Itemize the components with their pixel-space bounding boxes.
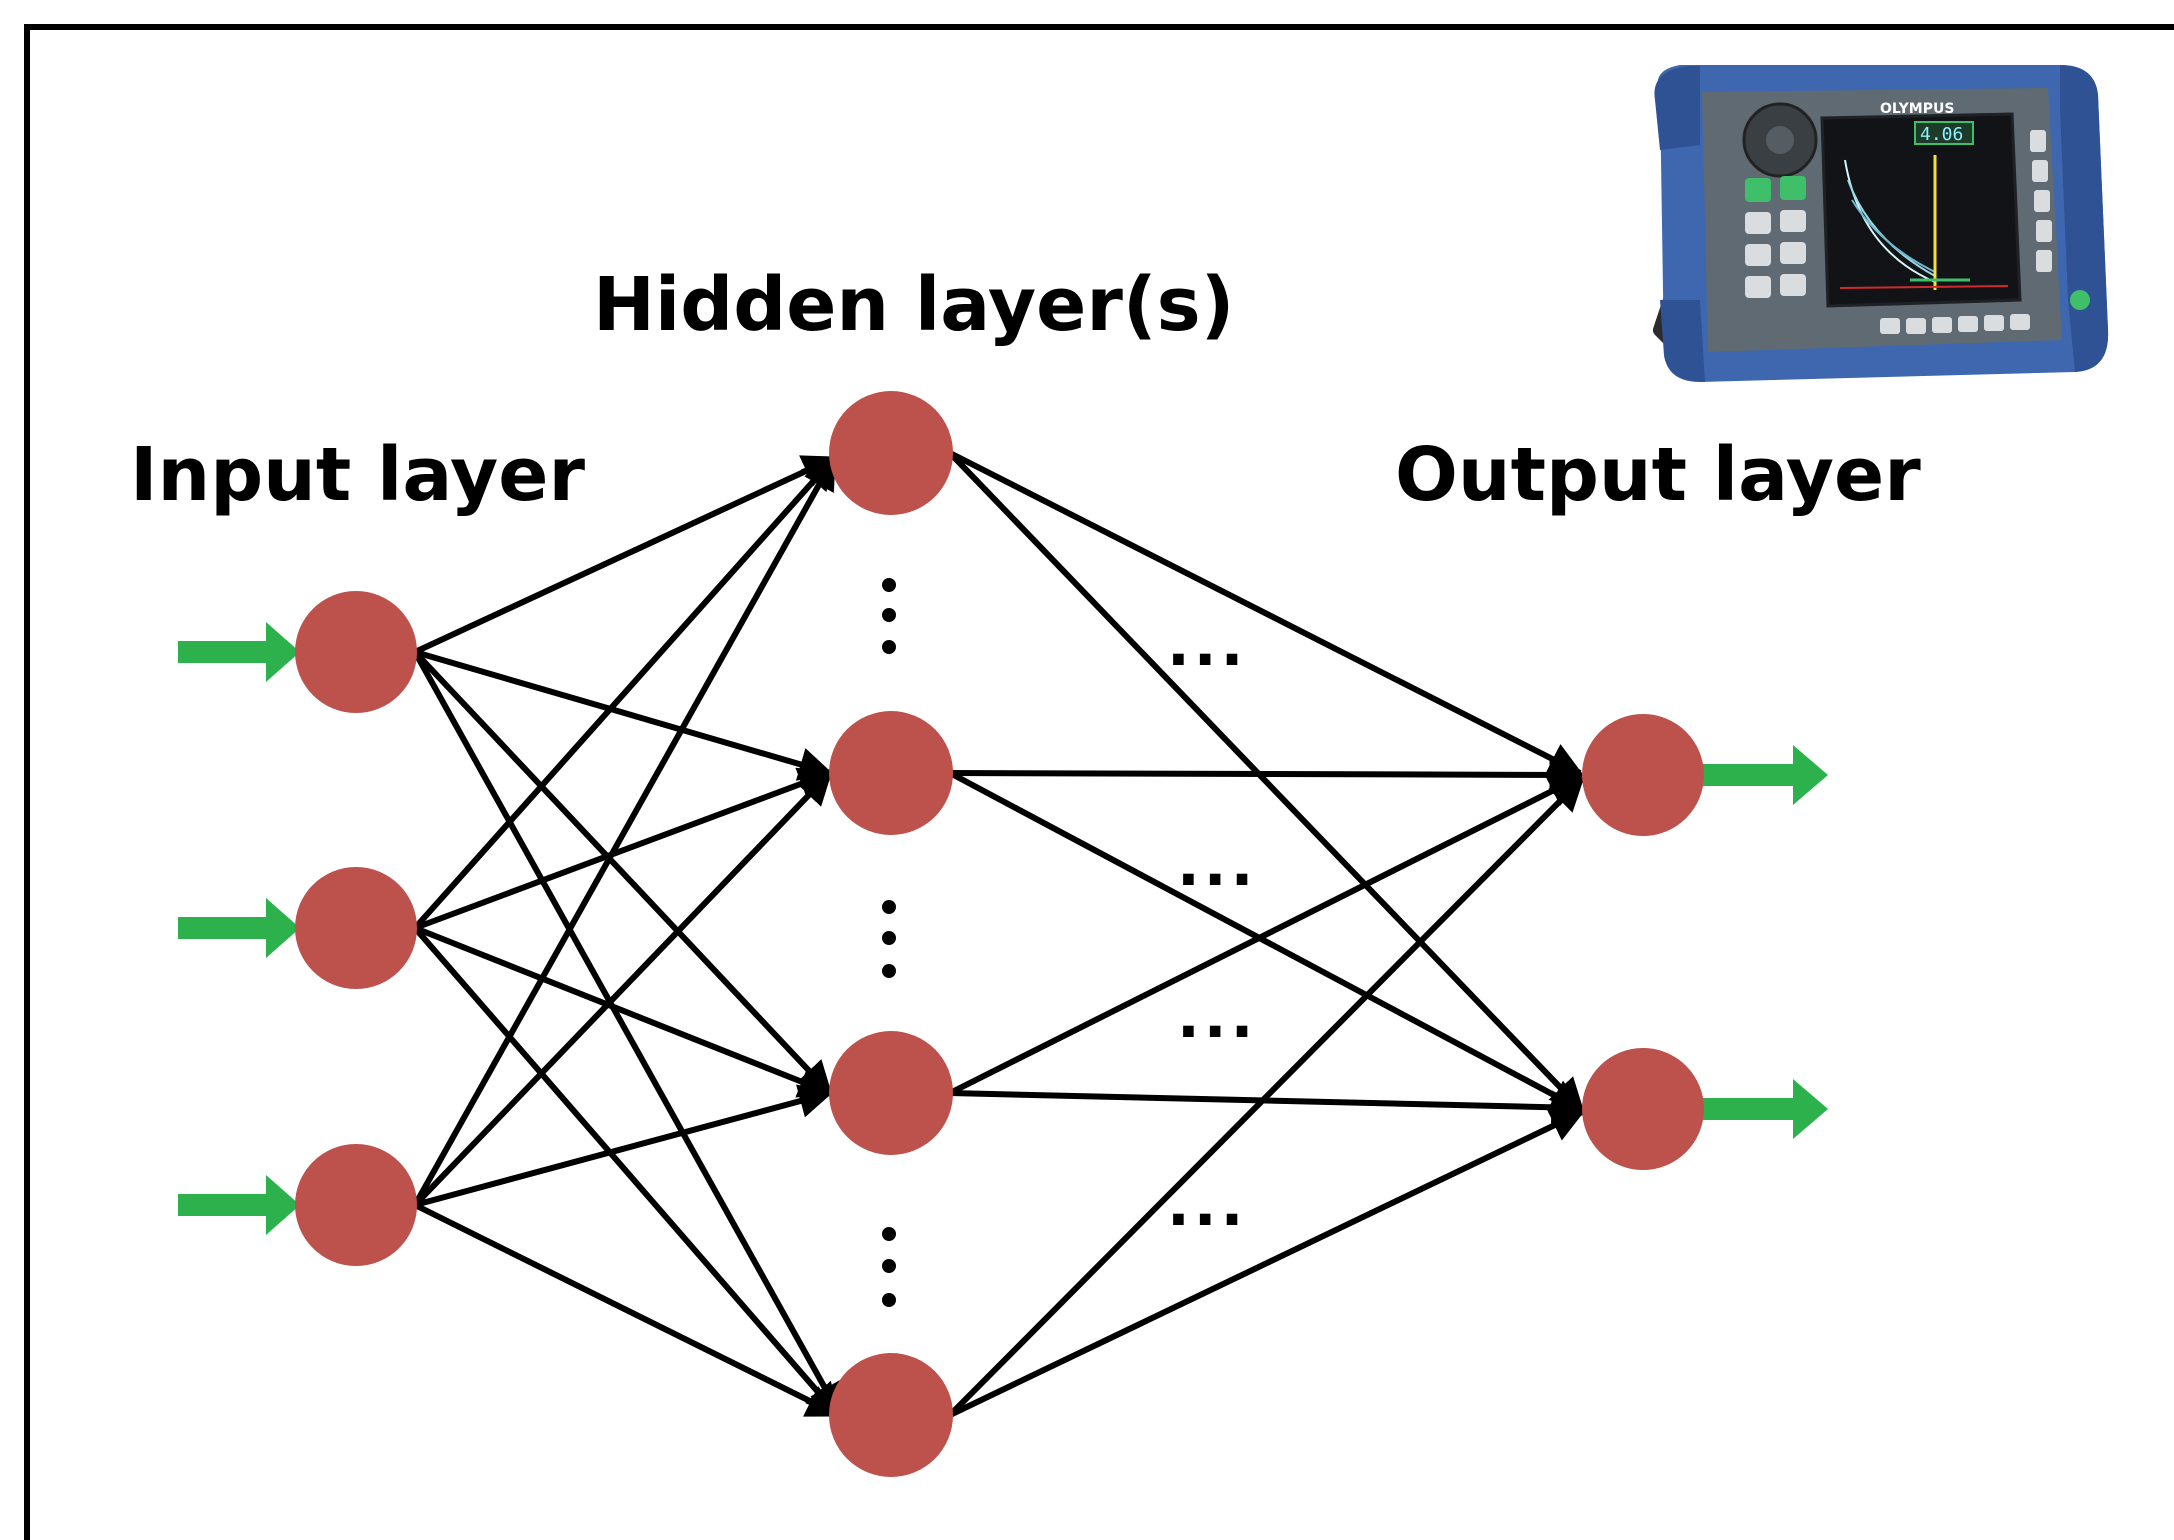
device-knob-center [1766,126,1794,154]
device-bottom-key [1906,318,1926,334]
hidden-node [829,1353,953,1477]
device-key [1745,244,1771,266]
input-arrow-2 [178,898,300,958]
horizontal-ellipsis: ... [1177,982,1257,1052]
device-waveform [1851,199,1936,273]
output-node [1582,714,1704,836]
edge-i3-h2 [412,770,833,1208]
vertical-ellipsis [882,1227,896,1307]
device-screen-reading: 4.06 [1920,124,1963,145]
edge-h3-o1 [948,774,1584,1096]
input-nodes [295,591,417,1266]
device-side-key [2036,250,2052,272]
vertical-ellipsis-group [882,578,896,1307]
edge-i1-h4 [412,650,843,1418]
device-bumper-top-left [1654,66,1700,150]
edge-i2-h4 [412,926,841,1418]
edge-i3-h4 [413,1202,842,1418]
device-baseline [1839,285,2009,289]
edge-h2-o1 [949,757,1584,792]
input-arrows [178,622,300,1235]
device-bottom-key [1880,318,1900,334]
edge-i2-h2 [413,767,834,931]
vertical-ellipsis [882,900,896,978]
device-key [1745,276,1771,298]
output-arrows [1700,745,1828,1139]
edge-h1-o2 [947,450,1585,1113]
device-key [1780,210,1806,232]
hidden-node [829,1031,953,1155]
device-key [1780,242,1806,264]
hidden-layer-label: Hidden layer(s) [593,262,1235,348]
edge-i2-h3 [413,925,834,1098]
device-brand: OLYMPUS [1880,101,1954,117]
input-node [295,591,417,713]
device-side-key [2030,130,2046,152]
device-side-key [2032,160,2048,182]
flaw-detector-device: 4.06 OLYMPUS [1653,65,2109,382]
edge-i1-h3 [412,649,833,1096]
output-layer-label: Output layer [1395,432,1921,518]
edge-h2-o2 [948,770,1586,1113]
horizontal-ellipsis: ... [1167,1170,1247,1240]
horizontal-ellipsis: ... [1167,610,1247,680]
edge-h4-o2 [948,1109,1586,1418]
edge-i1-h1 [413,455,838,655]
device-bottom-key [1984,315,2004,331]
device-screen-reading-box [1914,121,1974,145]
input-arrow-1 [178,622,300,682]
edge-i1-h2 [414,649,834,781]
edge-h1-o1 [948,450,1584,776]
device-key [1745,212,1771,234]
input-arrow-3 [178,1175,300,1235]
hidden-node [829,711,953,835]
edge-h4-o1 [947,776,1585,1418]
device-side-key [2034,190,2050,212]
device-bottom-key [1958,316,1978,332]
output-arrow-1 [1700,745,1828,805]
device-keypad [1745,176,1806,298]
device-key-back [1780,176,1806,200]
device-side-buttons [2030,130,2052,272]
edge-i2-h1 [412,455,837,930]
input-node [295,867,417,989]
input-hidden-connections [412,455,843,1418]
hidden-nodes [829,391,953,1477]
device-screen [1820,112,2022,308]
edge-i3-h3 [414,1084,834,1208]
device-power-button [2070,290,2090,310]
input-node [295,1144,417,1266]
vertical-ellipsis [882,578,896,654]
hidden-node [829,391,953,515]
input-layer-label: Input layer [130,432,585,518]
output-nodes [1582,714,1704,1170]
device-bottom-key [2010,314,2030,330]
device-key [1780,274,1806,296]
device-bottom-key [1932,317,1952,333]
horizontal-ellipsis: ... [1177,830,1257,900]
edge-i3-h1 [412,455,837,1207]
device-key-check [1745,178,1771,202]
device-bumper-bottom-left [1660,300,1705,382]
device-waveform [1844,159,1936,283]
output-node [1582,1048,1704,1170]
device-side-key [2036,220,2052,242]
hidden-output-connections [947,450,1586,1418]
output-arrow-2 [1700,1079,1828,1139]
device-bottom-buttons [1880,314,2030,334]
